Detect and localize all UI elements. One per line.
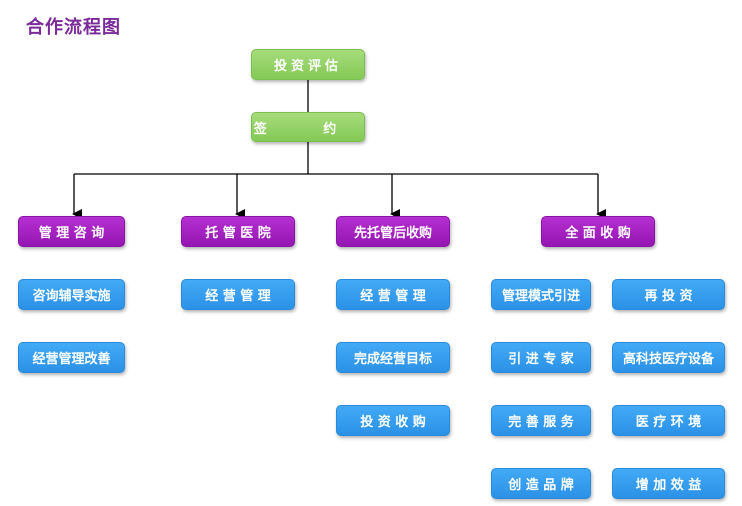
item-create-brand: 创 造 品 牌 [491, 468, 591, 499]
item-reinvest: 再 投 资 [612, 279, 725, 310]
item-introduce-experts: 引 进 专 家 [491, 342, 591, 373]
item-improve-service: 完 善 服 务 [491, 405, 591, 436]
item-invest-acquire: 投 资 收 购 [336, 405, 450, 436]
node-evaluate: 投资评估 [251, 49, 365, 80]
node-sign: 签 约 [251, 112, 365, 142]
item-consulting-implement: 咨询辅导实施 [18, 279, 125, 310]
page-title: 合作流程图 [26, 17, 121, 38]
branch-trustee-then-acquire: 先托管后收购 [336, 216, 450, 247]
item-complete-targets: 完成经营目标 [336, 342, 450, 373]
item-medical-environment: 医 疗 环 境 [612, 405, 725, 436]
item-hitech-equipment: 高科技医疗设备 [612, 342, 725, 373]
branch-trustee: 托 管 医 院 [181, 216, 295, 247]
branch-full-acquisition: 全 面 收 购 [541, 216, 655, 247]
branch-consulting: 管 理 咨 询 [18, 216, 125, 247]
item-operation-management: 经 营 管 理 [336, 279, 450, 310]
item-trustee-operation: 经 营 管 理 [181, 279, 295, 310]
item-increase-benefit: 增 加 效 益 [612, 468, 725, 499]
item-management-improve: 经营管理改善 [18, 342, 125, 373]
item-model-introduce: 管理模式引进 [491, 279, 591, 310]
